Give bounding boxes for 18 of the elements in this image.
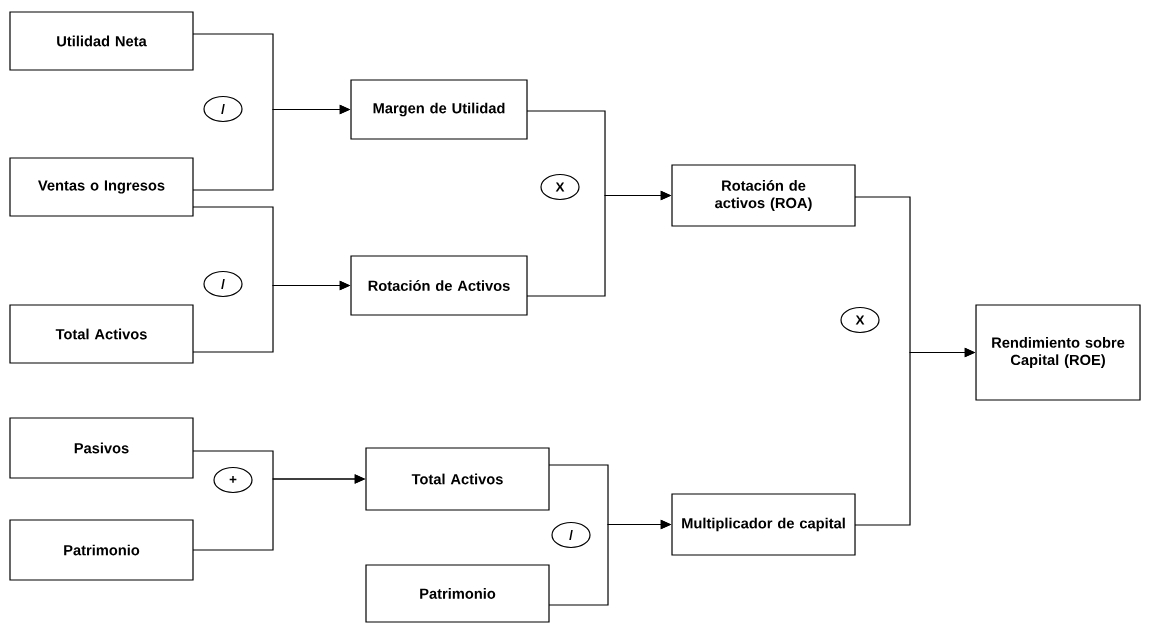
process-box: Patrimonio: [9, 519, 194, 581]
process-box: Patrimonio: [365, 564, 550, 623]
operator-oval: /: [203, 270, 243, 298]
process-box: Ventas o Ingresos: [9, 157, 194, 217]
operator-oval: /: [551, 521, 591, 549]
process-box: Margen de Utilidad: [350, 79, 528, 140]
process-box: Rotación de Activos: [350, 255, 528, 316]
operator-oval: +: [213, 466, 253, 494]
process-box: Pasivos: [9, 417, 194, 479]
operator-oval: X: [840, 306, 880, 334]
process-box: Total Activos: [9, 304, 194, 364]
operator-oval: /: [203, 95, 243, 123]
operator-oval: X: [540, 173, 580, 201]
process-box: Rotación de activos (ROA): [671, 164, 856, 227]
process-box: Utilidad Neta: [9, 11, 194, 71]
process-box: Rendimiento sobre Capital (ROE): [975, 304, 1141, 401]
process-box: Total Activos: [365, 447, 550, 511]
process-box: Multiplicador de capital: [671, 493, 856, 556]
